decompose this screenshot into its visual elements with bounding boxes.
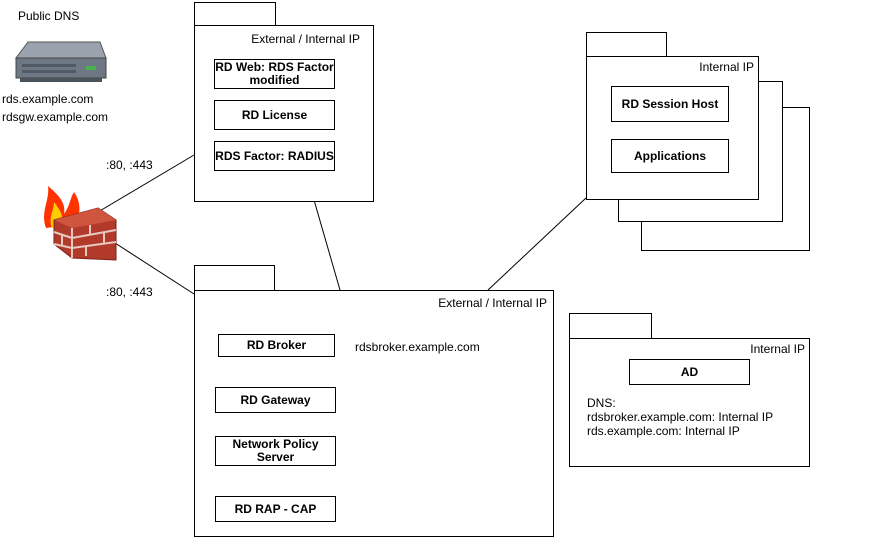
network-policy-server-component: Network Policy Server [215,436,336,466]
broker-to-session-line [487,197,587,291]
rd-broker-component: RD Broker [218,334,335,357]
rd-rap-cap-component: RD RAP - CAP [215,496,336,522]
firewall-icon [40,184,118,262]
broker-hostname: rdsbroker.example.com [355,340,480,354]
applications-component: Applications [611,139,729,173]
rd-session-host-component: RD Session Host [611,86,729,122]
rd-gateway-component: RD Gateway [215,387,336,413]
broker-package-tab [194,265,275,291]
firewall-to-web-line [92,154,195,216]
ad-package-label: Internal IP [750,342,805,356]
ad-package: Internal IP [569,338,810,467]
port-label-bottom: :80, :443 [106,285,153,299]
web-to-broker-line [313,199,341,291]
public-dns-host-rdsgw: rdsgw.example.com [2,110,109,124]
broker-package-label: External / Internal IP [438,296,547,310]
rd-web-component: RD Web: RDS Factor modified [214,59,335,89]
ad-dns-line-broker: rdsbroker.example.com: Internal IP [587,410,774,424]
session-package-tab [586,32,667,57]
public-dns-host-rds: rds.example.com [2,92,94,106]
firewall-to-broker-line [114,242,195,295]
rd-license-component: RD License [214,100,335,130]
ad-package-tab [569,313,652,339]
session-package: Internal IP [586,56,759,200]
server-icon [14,40,108,86]
web-package-label: External / Internal IP [251,32,360,46]
broker-package: External / Internal IP [194,290,554,537]
web-package-tab [194,2,276,26]
ad-dns-line-rds: rds.example.com: Internal IP [587,424,740,438]
public-dns-title: Public DNS [18,9,80,23]
ad-dns-title: DNS: [587,396,616,410]
ad-component: AD [629,359,750,385]
session-package-label: Internal IP [699,60,754,74]
rds-factor-radius-component: RDS Factor: RADIUS [214,141,335,171]
port-label-top: :80, :443 [106,158,153,172]
